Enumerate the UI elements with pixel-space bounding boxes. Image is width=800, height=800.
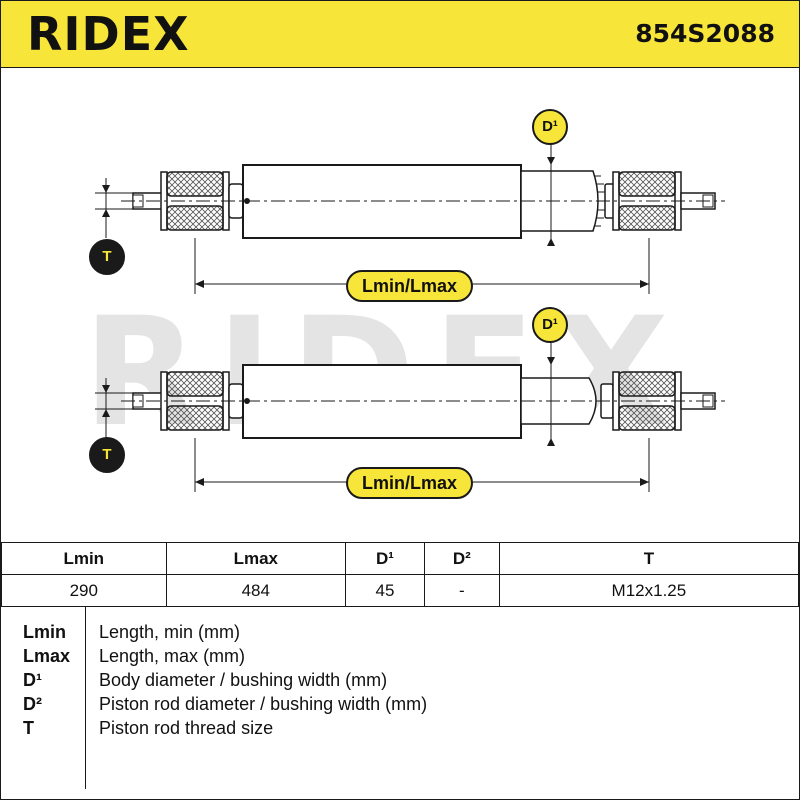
left-bushing-lower xyxy=(166,205,224,231)
dimension-t-label-bottom: T xyxy=(89,437,125,473)
specs-table: Lmin Lmax D¹ D² T 290 484 45 - M12x1.25 xyxy=(1,542,800,607)
legend-desc: Piston rod thread size xyxy=(99,718,274,738)
specs-header-d1: D¹ xyxy=(345,542,425,575)
specs-header-d2: D² xyxy=(423,542,500,575)
legend-key: Lmin xyxy=(23,622,66,642)
legend-divider xyxy=(85,607,86,789)
part-number: 854S2088 xyxy=(635,19,775,48)
legend-desc: Piston rod diameter / bushing width (mm) xyxy=(99,694,428,714)
specs-header-lmin: Lmin xyxy=(1,542,167,575)
legend-key: D¹ xyxy=(23,670,42,690)
legend-key: D² xyxy=(23,694,42,714)
header-bar: RIDEX 854S2088 xyxy=(1,1,799,68)
dimension-d1-label-top: D¹ xyxy=(532,109,568,145)
shock-top xyxy=(95,140,725,294)
legend-desc: Body diameter / bushing width (mm) xyxy=(99,670,388,690)
legend-key: T xyxy=(23,718,34,738)
specs-value-t: M12x1.25 xyxy=(498,574,800,607)
left-bushing-upper xyxy=(166,171,224,197)
right-bushing-upper xyxy=(618,171,676,197)
specs-value-lmin: 290 xyxy=(1,574,167,607)
specs-value-lmax: 484 xyxy=(165,574,347,607)
specs-header-row: Lmin Lmax D¹ D² T xyxy=(1,542,800,575)
specs-value-d1: 45 xyxy=(345,574,425,607)
dimension-length-label-bottom: Lmin/Lmax xyxy=(346,467,474,499)
specs-header-lmax: Lmax xyxy=(165,542,347,575)
legend: Lmin Length, min (mm) Lmax Length, max (… xyxy=(1,606,799,800)
specs-value-d2: - xyxy=(423,574,500,607)
legend-key: Lmax xyxy=(23,646,71,666)
specs-header-t: T xyxy=(498,542,800,575)
shock-bottom xyxy=(95,340,725,492)
dimension-d1-label-bottom: D¹ xyxy=(532,307,568,343)
legend-desc: Length, max (mm) xyxy=(99,646,246,666)
right-bushing-lower xyxy=(618,205,676,231)
legend-desc: Length, min (mm) xyxy=(99,622,241,642)
dimension-length-label-top: Lmin/Lmax xyxy=(346,270,474,302)
dimension-t-label-top: T xyxy=(89,239,125,275)
specs-value-row: 290 484 45 - M12x1.25 xyxy=(1,574,800,607)
brand-logo: RIDEX xyxy=(27,7,190,61)
shock-absorber-drawing xyxy=(95,140,725,492)
